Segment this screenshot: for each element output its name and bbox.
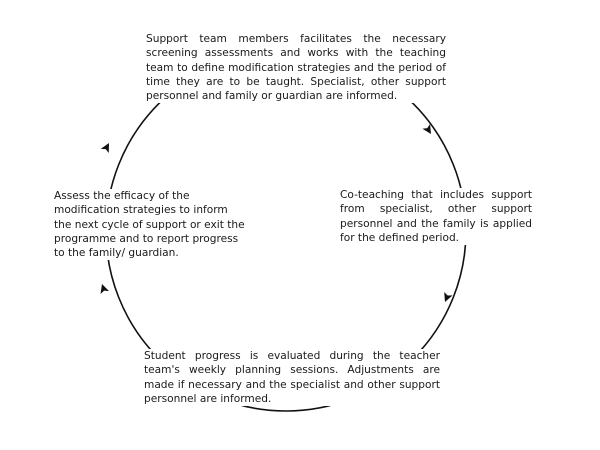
step-progress-evaluation: Student progress is evaluated during the… [142,349,442,407]
step-screening-assessment: Support team members facilitates the nec… [144,32,448,104]
step-assess-efficacy: Assess the efficacy of the modification … [52,189,248,261]
cycle-arrow-top-right [422,123,431,134]
cycle-arrow-top-left [100,143,109,154]
cycle-arrow-bottom-right [444,291,453,302]
step-co-teaching: Co-teaching that includes support from s… [338,188,534,246]
cycle-arrow-bottom-left [100,284,110,294]
